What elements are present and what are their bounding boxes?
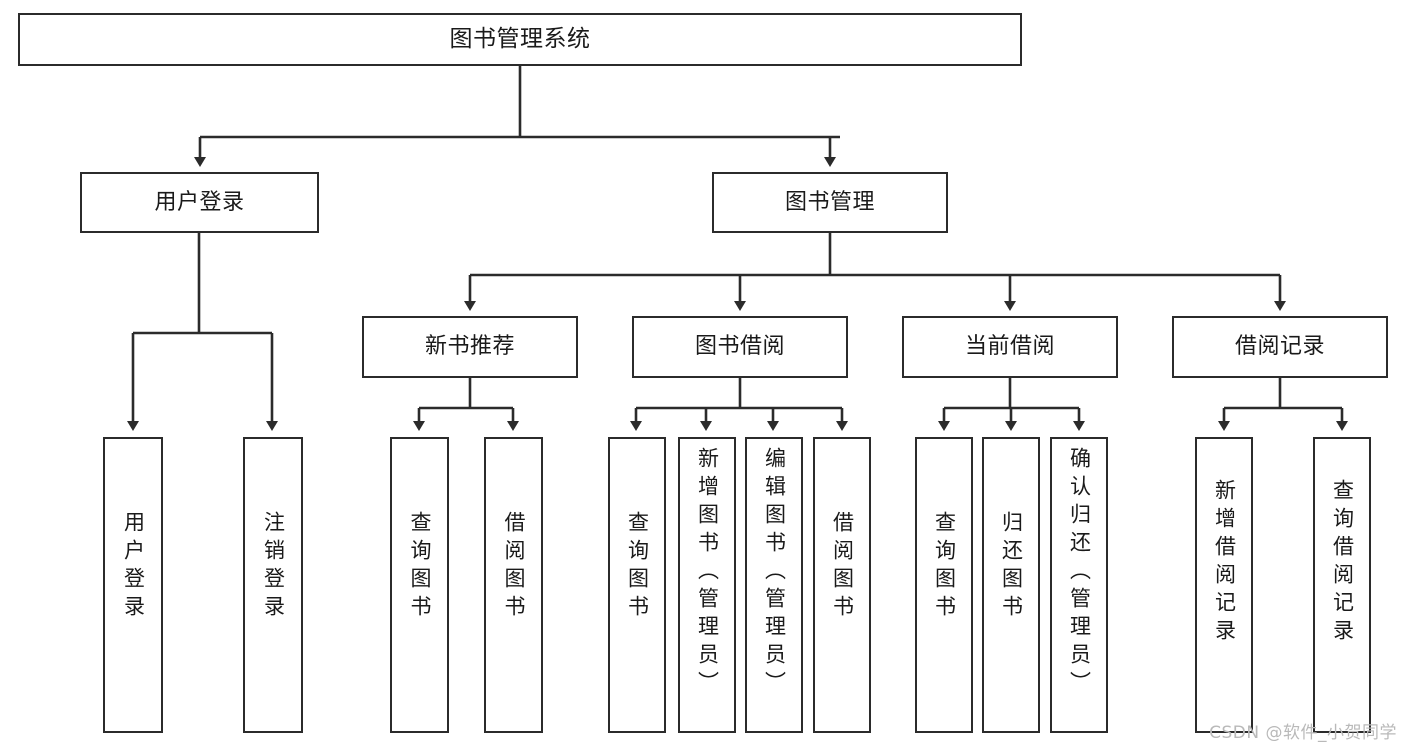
node-new-book-recommend[interactable]: 新书推荐	[362, 316, 578, 378]
node-user-login-label: 用户登录	[154, 189, 245, 215]
node-user-login[interactable]: 用户登录	[80, 172, 319, 233]
node-leaf-user-login[interactable]: 用户登录	[103, 437, 163, 733]
node-leaf-return-book-label: 归还图书	[999, 511, 1024, 623]
node-leaf-query-borrow-record[interactable]: 查询借阅记录	[1313, 437, 1371, 733]
node-leaf-borrow-book-2[interactable]: 借阅图书	[813, 437, 871, 733]
node-leaf-confirm-return-admin-label: 确认归还（管理员）	[1067, 447, 1092, 699]
node-leaf-logout-login[interactable]: 注销登录	[243, 437, 303, 733]
node-leaf-borrow-book-2-label: 借阅图书	[830, 511, 855, 623]
node-leaf-query-book-2-label: 查询图书	[625, 511, 650, 623]
node-leaf-logout-login-label: 注销登录	[261, 511, 286, 623]
node-leaf-confirm-return-admin[interactable]: 确认归还（管理员）	[1050, 437, 1108, 733]
node-leaf-query-book-1[interactable]: 查询图书	[390, 437, 449, 733]
node-book-borrow[interactable]: 图书借阅	[632, 316, 848, 378]
node-leaf-query-borrow-record-label: 查询借阅记录	[1330, 479, 1355, 647]
node-borrow-record-label: 借阅记录	[1234, 334, 1325, 360]
node-borrow-record[interactable]: 借阅记录	[1172, 316, 1388, 378]
node-book-manage[interactable]: 图书管理	[712, 172, 948, 233]
node-leaf-add-book-admin-label: 新增图书（管理员）	[695, 447, 720, 699]
watermark: CSDN @软件_小贺同学	[1209, 723, 1397, 743]
node-leaf-add-borrow-record[interactable]: 新增借阅记录	[1195, 437, 1253, 733]
node-leaf-query-book-1-label: 查询图书	[408, 511, 432, 623]
node-leaf-query-book-3-label: 查询图书	[932, 511, 957, 623]
node-root-label: 图书管理系统	[449, 26, 591, 53]
node-current-borrow-label: 当前借阅	[964, 334, 1055, 360]
node-leaf-add-book-admin[interactable]: 新增图书（管理员）	[678, 437, 736, 733]
node-leaf-query-book-3[interactable]: 查询图书	[915, 437, 973, 733]
node-leaf-borrow-book-1[interactable]: 借阅图书	[484, 437, 543, 733]
node-book-manage-label: 图书管理	[784, 189, 875, 215]
node-leaf-borrow-book-1-label: 借阅图书	[502, 511, 526, 623]
node-book-borrow-label: 图书借阅	[694, 334, 785, 360]
node-leaf-return-book[interactable]: 归还图书	[982, 437, 1040, 733]
node-leaf-user-login-label: 用户登录	[121, 511, 146, 623]
node-leaf-query-book-2[interactable]: 查询图书	[608, 437, 666, 733]
node-current-borrow[interactable]: 当前借阅	[902, 316, 1118, 378]
node-leaf-edit-book-admin-label: 编辑图书（管理员）	[762, 447, 787, 699]
node-new-book-recommend-label: 新书推荐	[424, 334, 515, 360]
node-root[interactable]: 图书管理系统	[18, 13, 1022, 66]
node-leaf-add-borrow-record-label: 新增借阅记录	[1212, 479, 1237, 647]
node-leaf-edit-book-admin[interactable]: 编辑图书（管理员）	[745, 437, 803, 733]
